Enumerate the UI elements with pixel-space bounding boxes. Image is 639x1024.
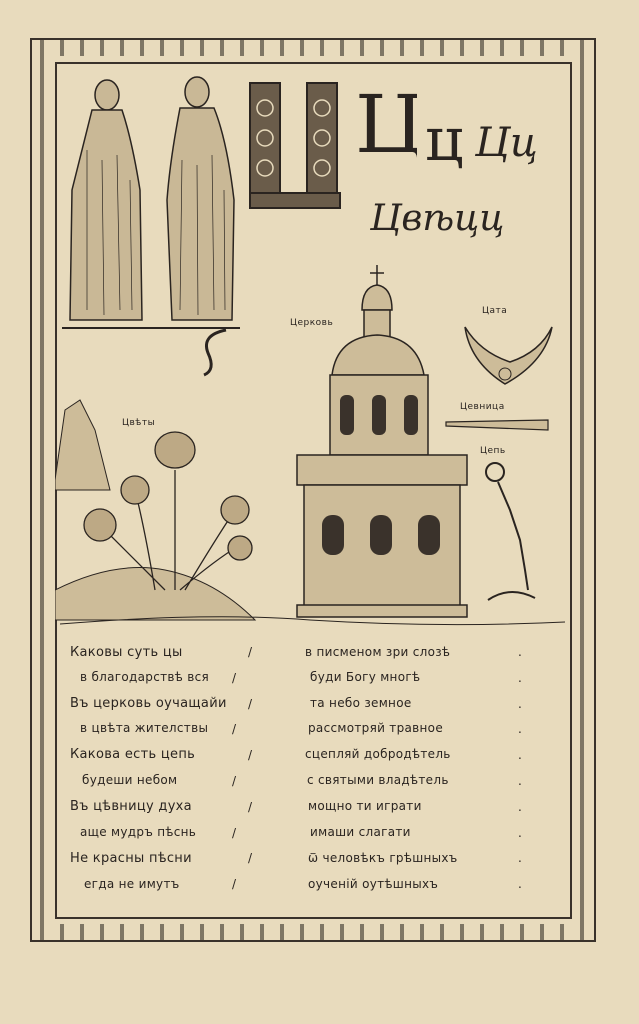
verse-left: Въ церковь оучащайи bbox=[70, 696, 227, 711]
verse-right: ѿ человѣкъ грѣшныхъ bbox=[308, 851, 458, 865]
chain-illustration bbox=[485, 462, 536, 601]
verse-right: сцепляй добродѣтель bbox=[305, 747, 451, 761]
verse-right: с святыми владѣтель bbox=[307, 773, 449, 787]
verse-left: аще мудръ пѣснь bbox=[80, 825, 197, 839]
verse-left: Не красны пѣсни bbox=[70, 851, 192, 866]
cursive-variants: Цвѣцц bbox=[370, 198, 505, 239]
verse-separator: / bbox=[232, 825, 237, 840]
verse-separator: / bbox=[232, 774, 237, 788]
verse-separator: / bbox=[248, 851, 253, 866]
verse-left: Въ цѣвницу духа bbox=[70, 799, 192, 814]
tsata-illustration bbox=[464, 326, 553, 385]
verse-end-mark: . bbox=[518, 851, 523, 866]
verse-end-mark: . bbox=[518, 774, 523, 788]
verse-left: Каковы суть цы bbox=[70, 645, 183, 660]
ornamental-letter-tse bbox=[249, 82, 341, 209]
print-letter-upper: Ц bbox=[355, 85, 417, 165]
label-tsevnitsa: Цевница bbox=[460, 402, 505, 412]
verse-right: мощно ти играти bbox=[308, 799, 422, 813]
verse-left: Какова есть цепь bbox=[70, 747, 196, 762]
verse-right: имаши слагати bbox=[310, 825, 411, 839]
church-illustration bbox=[296, 265, 468, 618]
verse-right: буди Богу многѣ bbox=[310, 670, 421, 684]
verse-separator: / bbox=[248, 696, 253, 711]
verse-end-mark: . bbox=[518, 799, 523, 814]
verse-separator: / bbox=[232, 877, 237, 892]
label-tsata: Цата bbox=[482, 306, 508, 316]
print-letter-lower: ц bbox=[425, 105, 464, 175]
verse-end-mark: . bbox=[518, 696, 523, 711]
label-flowers: Цвѣты bbox=[122, 418, 156, 428]
verse-end-mark: . bbox=[518, 748, 523, 763]
verse-separator: / bbox=[232, 670, 237, 685]
verse-left: егда не имутъ bbox=[84, 877, 180, 891]
verse-separator: / bbox=[248, 645, 253, 659]
verse-right: рассмотряй травное bbox=[308, 721, 444, 735]
label-church: Церковь bbox=[290, 318, 334, 328]
flourish-icon bbox=[203, 328, 227, 377]
cursive-letters: Цц bbox=[475, 120, 538, 166]
verse-left: будеши небом bbox=[82, 773, 178, 787]
verse-end-mark: . bbox=[518, 877, 523, 892]
label-chain: Цепь bbox=[480, 446, 506, 456]
verse-end-mark: . bbox=[518, 825, 523, 840]
verse-end-mark: . bbox=[518, 670, 523, 685]
verse-right: оученій оутѣшныхъ bbox=[308, 877, 439, 891]
verse-separator: / bbox=[248, 799, 253, 814]
flowers-illustration bbox=[55, 399, 257, 621]
verse-separator: / bbox=[232, 722, 237, 737]
ground-line bbox=[60, 616, 565, 626]
verse-left: в цвѣта жителствы bbox=[80, 721, 209, 735]
two-women-illustration bbox=[62, 76, 240, 329]
verse-separator: / bbox=[248, 748, 253, 763]
verse-right: та небо земное bbox=[310, 696, 412, 710]
verse-end-mark: . bbox=[518, 645, 523, 659]
tsevnitsa-illustration bbox=[445, 419, 549, 431]
verse-right: в писменом зри слозѣ bbox=[305, 645, 451, 659]
verse-end-mark: . bbox=[518, 722, 523, 737]
verse-left: в благодарствѣ вся bbox=[80, 670, 210, 684]
